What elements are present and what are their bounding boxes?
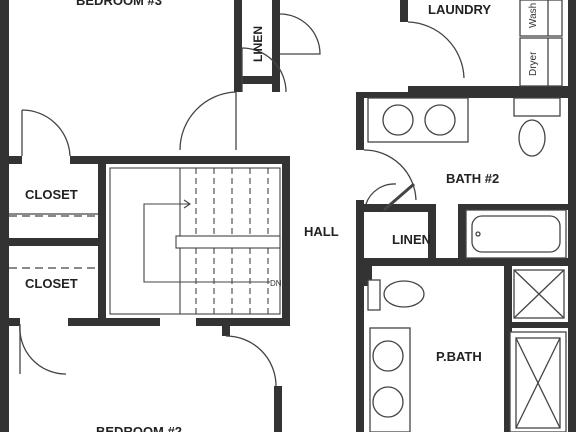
wall-bedroom3-bottom-left [0,156,22,164]
dryer-label: Dryer [528,51,539,76]
wall-tub-left [458,204,466,258]
pbath-fixtures [367,269,567,432]
washer-label: Wash [528,3,539,28]
wall-laundry-bottom [408,86,576,94]
wall-linen-bath-right [428,204,436,266]
wall-tub-top [458,204,568,210]
door-swing-icon [19,323,67,375]
laundry-appliances [519,0,563,87]
wall-stair-top [98,156,290,164]
room-label-closet-upper: CLOSET [25,187,78,202]
room-label-bedroom2: BEDROOM #2 [96,424,182,432]
wall-stair-bottom-right [196,318,290,326]
sink-icon [382,104,414,136]
door-swing-icon [21,109,71,157]
wall-bedroom2-top-right [222,318,230,336]
toilet-icon [518,119,546,157]
wall-linen-bottom [234,76,280,84]
door-swing-icon [279,13,321,55]
sink-icon [424,104,456,136]
door-swing-icon [363,149,417,201]
room-label-pbath: P.BATH [436,349,482,364]
wall-bath2-bottom [420,258,568,266]
wall-linen-right [272,0,280,92]
toilet-tank [367,279,381,311]
door-swing-icon [241,47,287,93]
wall-closet-divider [0,238,106,246]
door-swing-icon [179,91,237,151]
wall-bath2-top [356,92,568,98]
wall-bedroom2-right [274,386,282,432]
sink-icon [372,340,404,372]
stair-arrow-icon [143,203,270,283]
wall-shower-left [504,266,512,432]
closet-details [9,213,98,269]
wall-stair-right [282,156,290,326]
staircase [109,167,281,315]
wall-hall-right-upper [356,92,364,150]
sink-icon [372,386,404,418]
room-label-hall: HALL [304,224,339,239]
room-label-bath2: BATH #2 [446,171,499,186]
wall-laundry-left [400,0,408,22]
wall-closet-bottom-left [0,318,20,326]
wall-linen-bath-bottom [356,258,436,266]
wall-left-exterior [0,0,9,432]
wall-bedroom3-right [234,0,242,92]
door-swing-icon [225,335,277,387]
wall-closet-bottom-right [68,318,106,326]
toilet-icon [383,280,425,308]
room-label-closet-lower: CLOSET [25,276,78,291]
washer [519,0,563,37]
wall-linen-bath-top [364,204,430,212]
room-label-laundry: LAUNDRY [428,2,491,17]
bath2-fixtures [367,97,567,259]
door-swing-icon [365,183,397,205]
door-swings [19,13,465,387]
wall-hall-right-lower [356,200,364,432]
room-label-bedroom3: BEDROOM #3 [76,0,162,8]
room-label-linen-top: LINEN [251,26,265,62]
stair-direction-label: DN [270,279,282,288]
room-label-linen-bath: LINEN [392,232,431,247]
wall-stair-bottom-left [98,318,160,326]
door-swing-icon [407,21,465,79]
dryer [519,37,563,87]
wall-shower-divider [504,322,568,328]
toilet-tank [513,97,561,117]
wall-pbath-left [364,266,372,286]
wall-right-exterior [568,0,576,432]
